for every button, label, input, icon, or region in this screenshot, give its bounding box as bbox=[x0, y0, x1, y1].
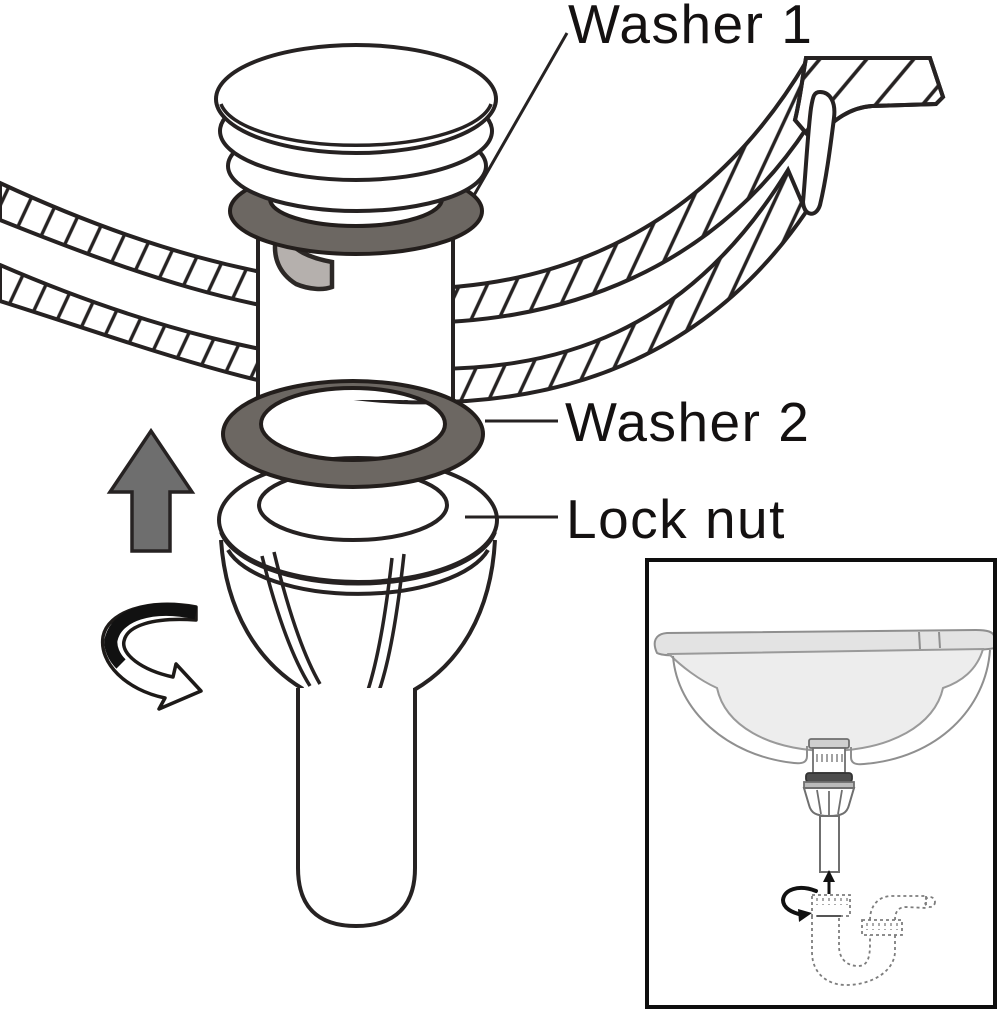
lock-nut-label: Lock nut bbox=[566, 488, 786, 550]
inset-trap-outer bbox=[811, 916, 896, 986]
inset-basin-interior bbox=[666, 647, 985, 753]
lock-nut-rib bbox=[272, 551, 322, 685]
inset-bowl-wall-right bbox=[850, 649, 991, 766]
washer1-leader-line bbox=[471, 32, 569, 198]
lock-nut-rib bbox=[260, 555, 312, 687]
washer1-label: Washer 1 bbox=[568, 0, 814, 55]
inset-slipnut-2-threads bbox=[866, 923, 898, 930]
inset-locknut-rib bbox=[837, 789, 843, 815]
inset-svg bbox=[653, 628, 993, 986]
lock-nut-bowl-right bbox=[412, 539, 497, 692]
inset-drain-threads bbox=[816, 754, 843, 762]
inset-up-arrow-icon bbox=[823, 870, 835, 894]
cap-top-disc bbox=[214, 43, 498, 155]
rotate-arrow-ribbon bbox=[100, 602, 203, 711]
inset-washer bbox=[805, 772, 853, 783]
cap-edge-line bbox=[219, 103, 493, 148]
lock-nut-flange-lip bbox=[219, 531, 497, 586]
sink-hole-inner-edge bbox=[800, 89, 837, 216]
inset-outlet-top bbox=[869, 895, 926, 921]
washer2-label: Washer 2 bbox=[565, 391, 811, 453]
inset-rim-tick bbox=[938, 631, 941, 649]
inset-p-trap bbox=[811, 894, 936, 986]
lock-nut bbox=[216, 456, 500, 692]
inset-slipnut-1-threads bbox=[816, 898, 848, 905]
inset-slipnut-1 bbox=[811, 894, 851, 917]
rotate-arrow-solid-part bbox=[104, 603, 198, 669]
washer-2-ring bbox=[220, 379, 486, 489]
lock-nut-bowl-left bbox=[219, 539, 305, 691]
inset-sink bbox=[653, 628, 993, 766]
inset-bowl-wall-left bbox=[672, 655, 808, 765]
inset-outlet-bottom bbox=[894, 906, 927, 921]
inset-trap-inner bbox=[838, 918, 871, 967]
installation-inset bbox=[645, 558, 997, 1009]
up-arrow-icon bbox=[106, 427, 196, 553]
lock-nut-rib bbox=[377, 553, 406, 692]
rotate-clockwise-arrow-icon bbox=[100, 602, 203, 711]
inset-slipnut-2 bbox=[861, 919, 903, 936]
inset-rim-tick bbox=[918, 631, 921, 650]
inset-drain-assembly bbox=[802, 738, 856, 873]
inset-tailpiece bbox=[819, 815, 840, 873]
pop-up-cap bbox=[214, 43, 498, 213]
inset-locknut-rib bbox=[816, 789, 822, 815]
leader-lines bbox=[465, 32, 569, 519]
tailpiece bbox=[296, 688, 417, 929]
inset-outlet-cap bbox=[924, 896, 936, 908]
lock-nut-rib bbox=[366, 557, 394, 691]
inset-drain-flange bbox=[808, 738, 850, 749]
inset-rotate-arrow-icon bbox=[780, 886, 818, 922]
inset-drain-body bbox=[812, 747, 846, 774]
lock-nut-flange-lip2 bbox=[226, 548, 490, 596]
